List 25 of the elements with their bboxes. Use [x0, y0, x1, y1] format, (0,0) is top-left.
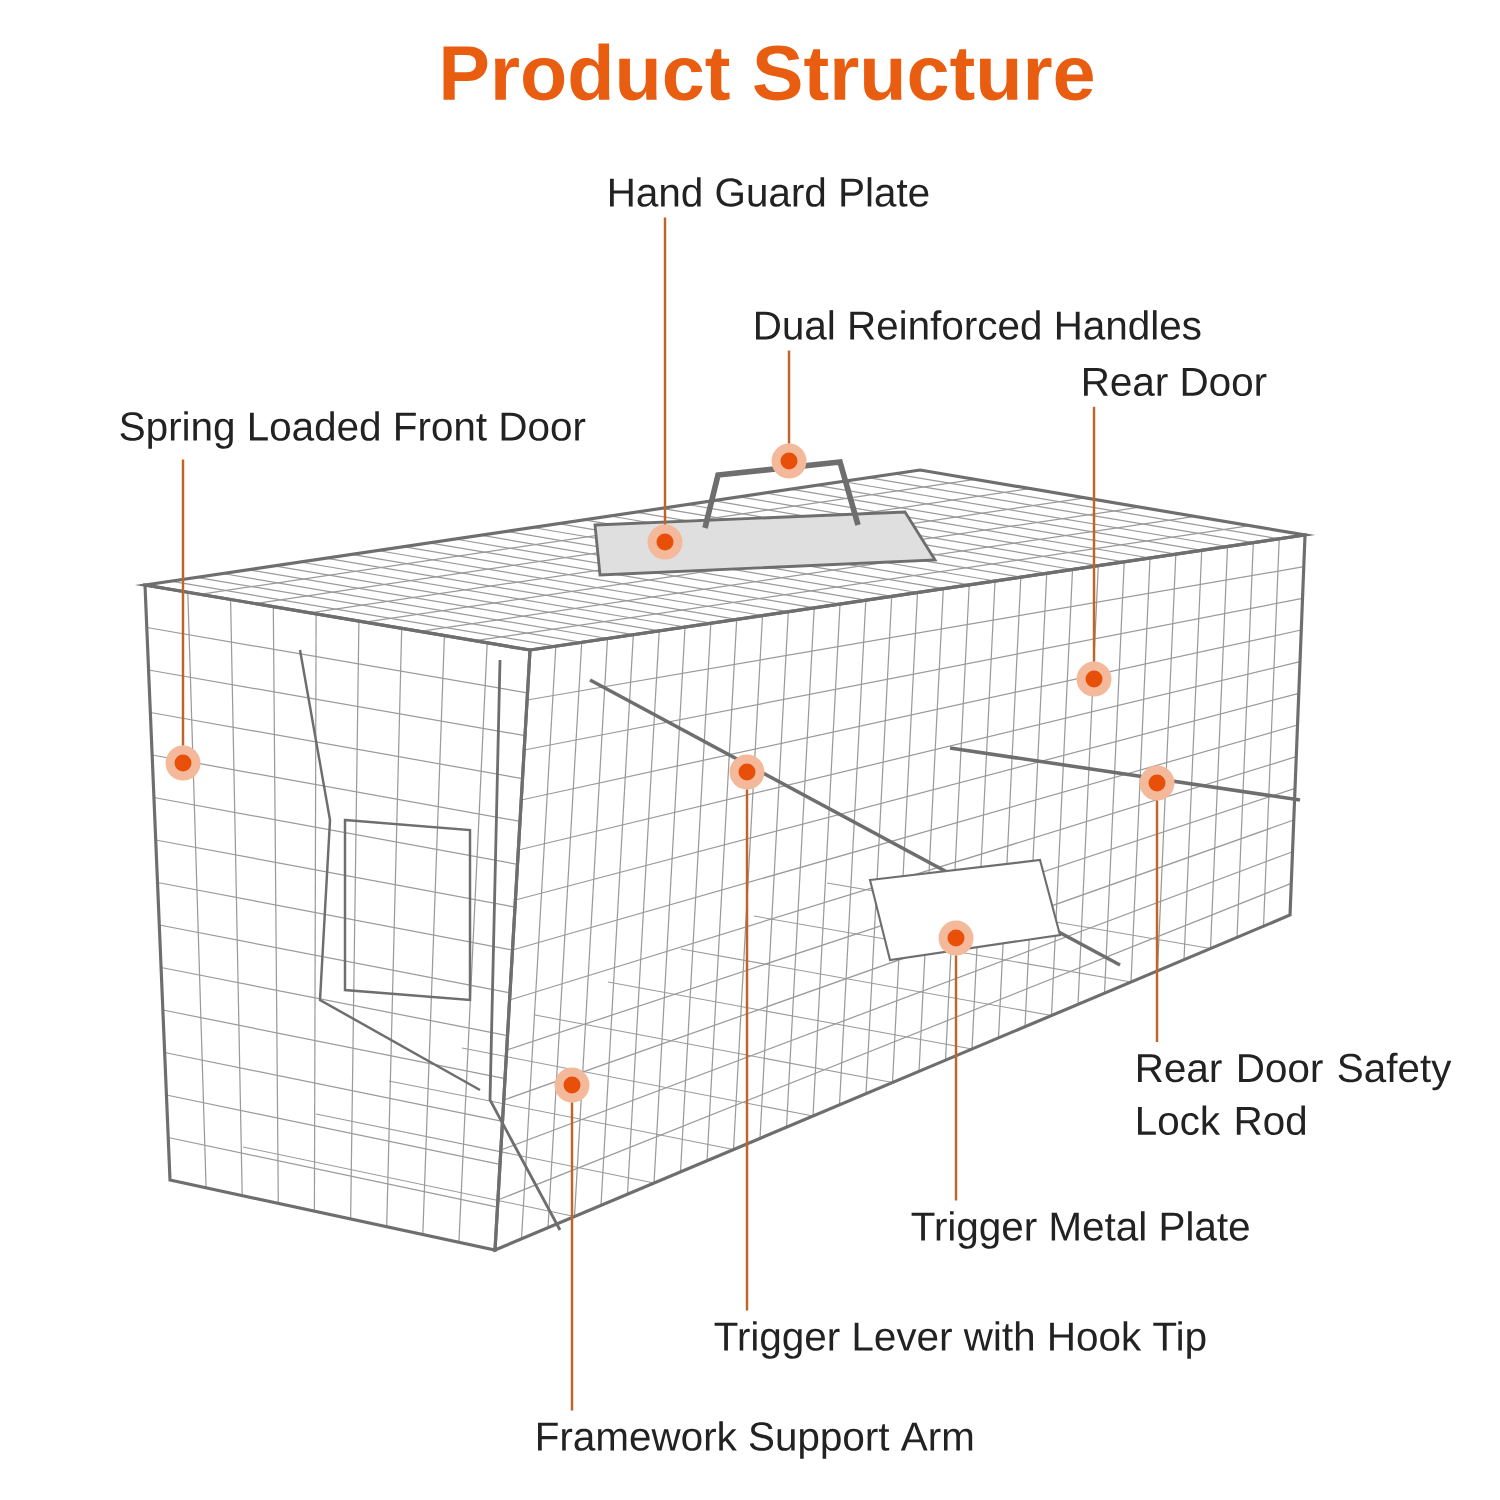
part-label: Trigger Lever with Hook Tip [714, 1321, 1206, 1359]
part-label: Hand Guard Plate [610, 177, 929, 207]
marker-dot [1139, 765, 1175, 801]
marker-dot [1076, 661, 1112, 697]
part-label: Rear Door Safety Lock Rod [1138, 1052, 1452, 1136]
marker-dot [771, 443, 807, 479]
leader-line [1155, 800, 1159, 1042]
leader-line [745, 789, 749, 1311]
leader-line [570, 1102, 574, 1411]
part-label: Framework Support Arm [538, 1421, 973, 1459]
part-label: Trigger Metal Plate [911, 1211, 1249, 1249]
marker-dot [938, 920, 974, 956]
marker-dot [554, 1067, 590, 1103]
leader-line [663, 217, 667, 525]
title: Product Structure [443, 43, 1093, 101]
leader-line [181, 459, 185, 746]
part-label: Spring Loaded Front Door [120, 411, 586, 449]
marker-dot [647, 524, 683, 560]
leader-line [1092, 406, 1096, 662]
part-label: Rear Door [1084, 367, 1267, 397]
part-label: Dual Reinforced Handles [756, 310, 1201, 340]
leader-line [954, 955, 958, 1201]
marker-dot [729, 754, 765, 790]
marker-dot [165, 745, 201, 781]
leader-line [787, 350, 791, 444]
